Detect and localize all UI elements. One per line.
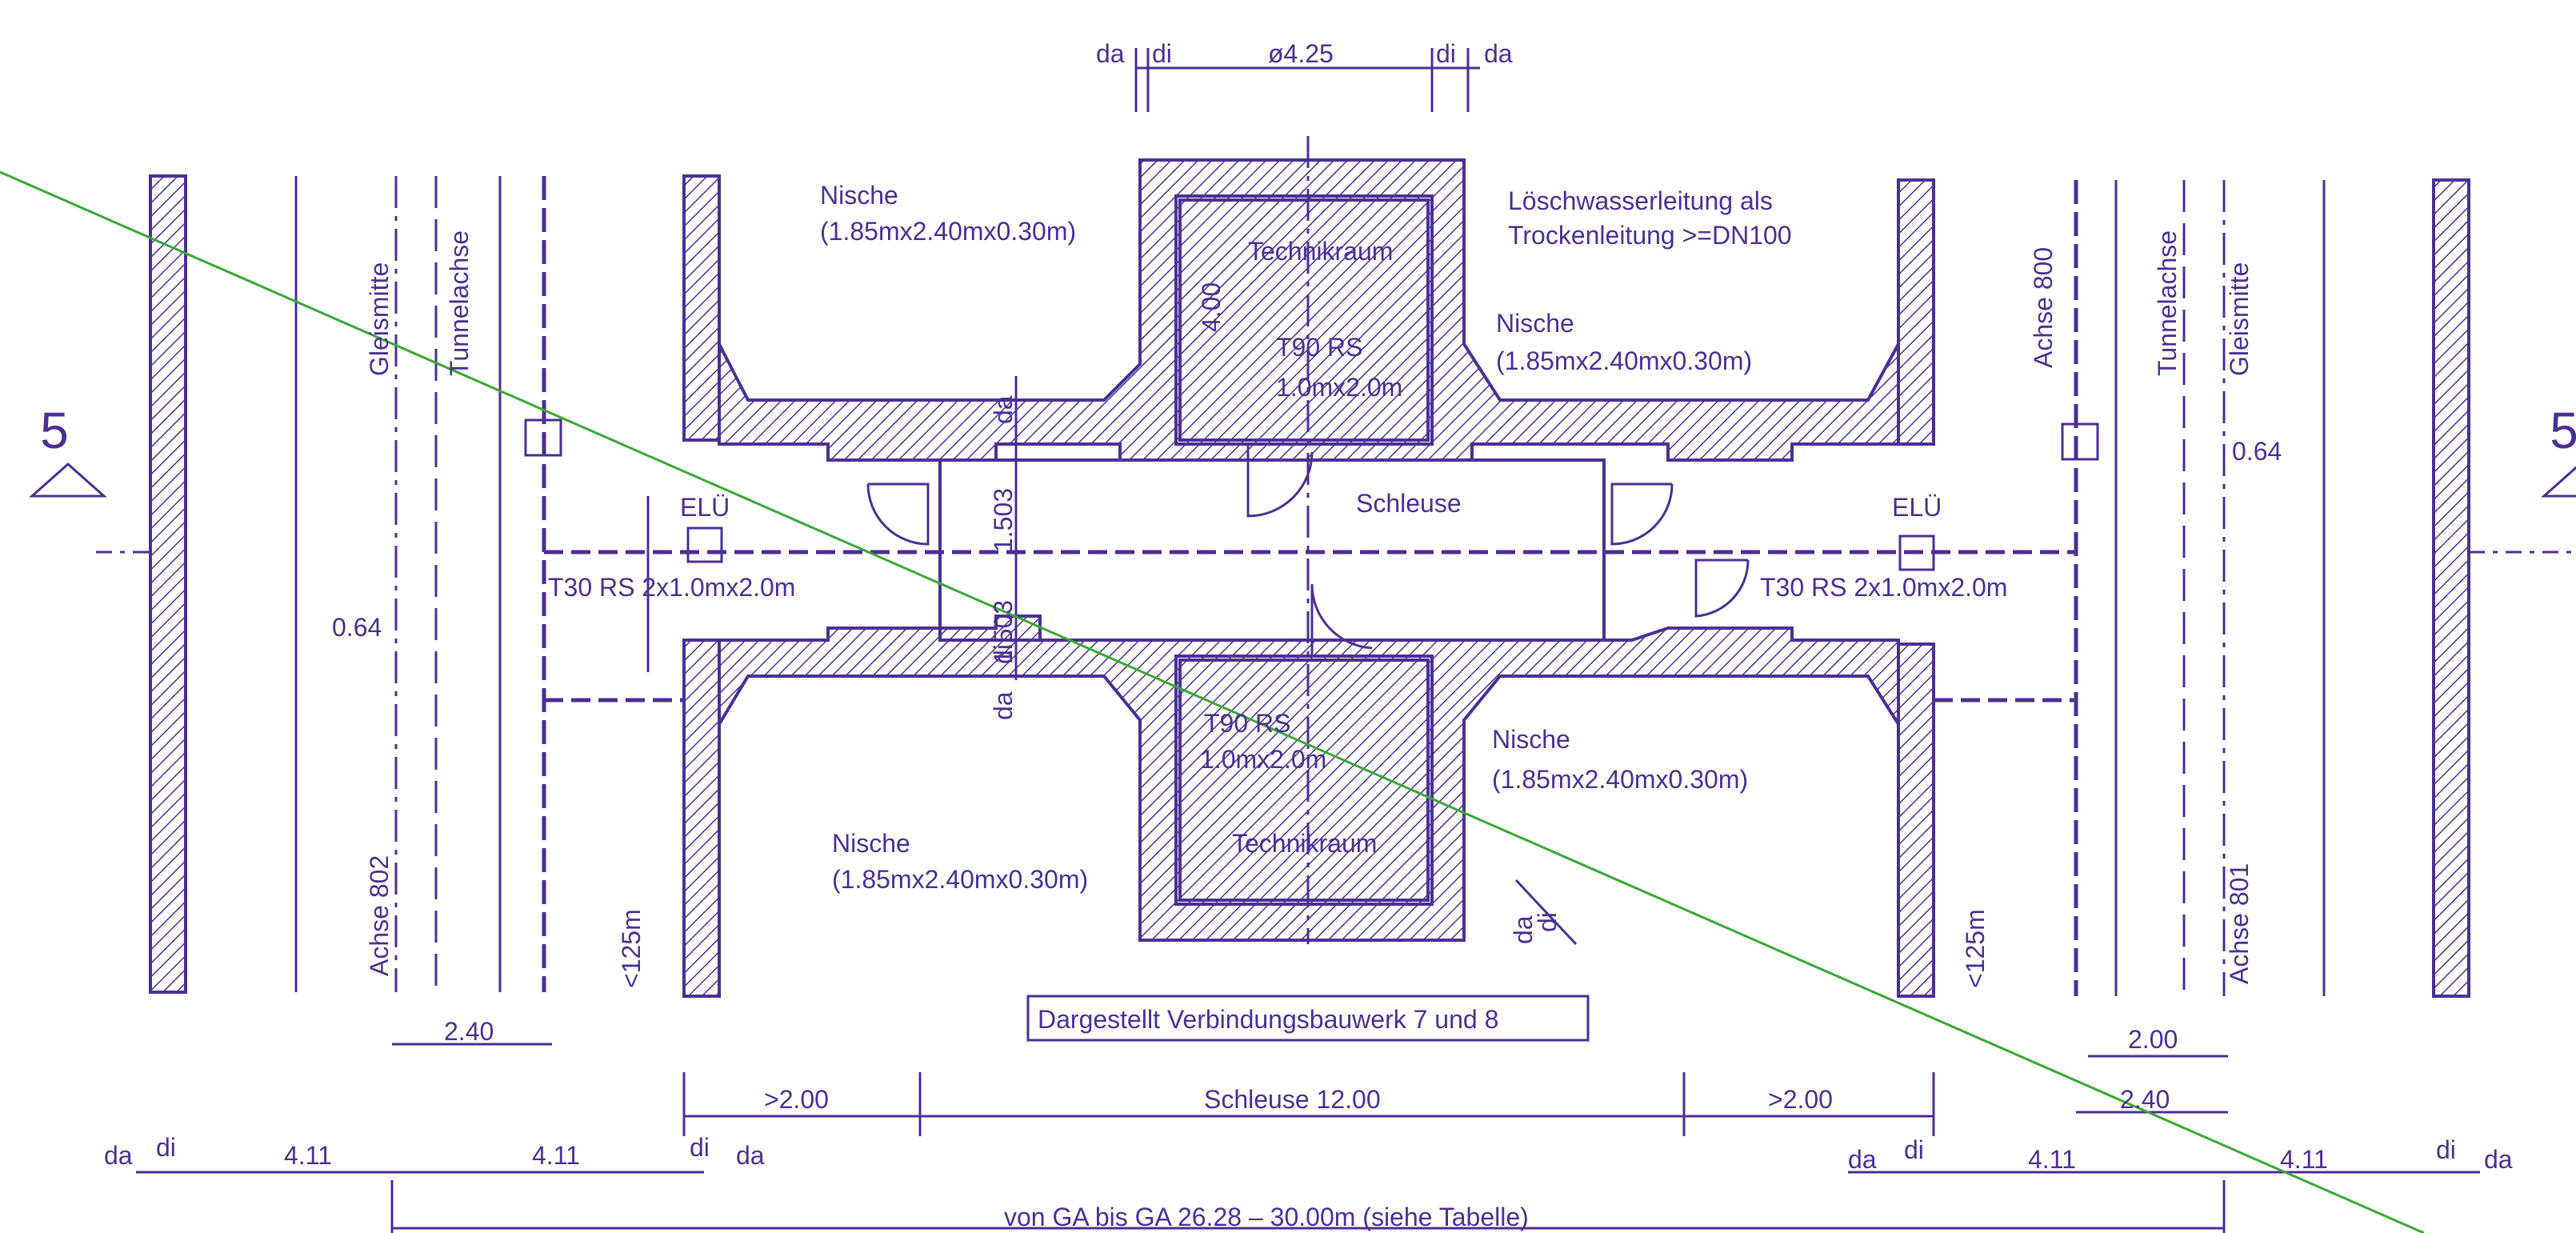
- dim-top-diameter: ø4.25: [1268, 39, 1334, 68]
- niche-top-right-title: Nische: [1496, 309, 1574, 338]
- structure-walls: [149, 158, 2470, 998]
- section-marker-right: 5: [2550, 402, 2576, 459]
- dim-064-left: 0.64: [332, 613, 382, 642]
- dim-gt200-right: >2.00: [1768, 1085, 1833, 1114]
- tunnel-wall-far-right: [2432, 178, 2470, 998]
- dim-411-r1: 4.11: [2028, 1145, 2076, 1174]
- annotation-line: [0, 170, 2425, 1233]
- dim-di-r: di: [1904, 1135, 1924, 1164]
- dim-di-c: di: [989, 644, 1018, 664]
- dim-064-right: 0.64: [2232, 437, 2282, 466]
- dim-gt200-left: >2.00: [764, 1085, 829, 1114]
- niche-top-right-dims: (1.85mx2.40mx0.30m): [1496, 346, 1752, 375]
- dim-di-r2: di: [2436, 1135, 2456, 1164]
- dim-di-mid: di: [1533, 912, 1562, 932]
- door-t30-right: T30 RS 2x1.0mx2.0m: [1760, 573, 2007, 602]
- dim-411-r2: 4.11: [2280, 1145, 2328, 1174]
- dim-height-400: 4.00: [1197, 282, 1226, 332]
- dim-200-right: 2.00: [2128, 1025, 2178, 1054]
- dim-1503-a: 1.503: [989, 488, 1018, 552]
- tunnel-wall-inner-left-lower: [682, 639, 721, 998]
- niche-bottom-right-dims: (1.85mx2.40mx0.30m): [1492, 765, 1748, 794]
- door-t30-left: T30 RS 2x1.0mx2.0m: [548, 573, 795, 602]
- elu-left: ELÜ: [680, 493, 730, 522]
- niche-top-left-title: Nische: [820, 181, 898, 210]
- dim-di-l2: di: [690, 1133, 710, 1162]
- axis-tunnelachse-left: Tunnelachse: [445, 230, 474, 376]
- niche-bottom-left-dims: (1.85mx2.40mx0.30m): [832, 865, 1088, 894]
- door-t90-top-1: T90 RS: [1276, 333, 1362, 362]
- dim-240-left: 2.40: [444, 1017, 494, 1046]
- niche-bottom-right-title: Nische: [1492, 725, 1570, 754]
- dim-da-r2: da: [2484, 1145, 2513, 1174]
- dim-411-l2: 4.11: [532, 1141, 580, 1170]
- door-t90-top-2: 1.0mx2.0m: [1276, 373, 1402, 402]
- dim-da-l: da: [104, 1141, 133, 1170]
- dim-1503-b: 1.503: [989, 600, 1018, 664]
- door-t90-bottom-2: 1.0mx2.0m: [1200, 745, 1326, 774]
- axis-gleismitte-right: Gleismitte: [2225, 262, 2254, 376]
- dim-411-l1: 4.11: [284, 1141, 332, 1170]
- dim-total-length: von GA bis GA 26.28 – 30.00m (siehe Tabe…: [1004, 1203, 1529, 1231]
- dim-da-mid: da: [1509, 915, 1538, 944]
- dim-lt125-right: <125m: [1961, 909, 1990, 988]
- section-marker-left: 5: [40, 402, 69, 459]
- axis-achse-802: Achse 802: [365, 855, 394, 976]
- dim-da-c2: da: [989, 691, 1018, 720]
- dim-schleuse-length: Schleuse 12.00: [1204, 1085, 1381, 1114]
- tunnel-wall-far-left: [149, 174, 187, 994]
- axis-achse-801: Achse 801: [2225, 863, 2254, 984]
- section-markers: [29, 462, 2576, 498]
- axis-tunnelachse-right: Tunnelachse: [2153, 230, 2182, 376]
- fire-water-line1: Löschwasserleitung als: [1508, 186, 1773, 215]
- tunnel-wall-inner-right: [1897, 178, 1935, 446]
- dim-di-l: di: [156, 1133, 176, 1162]
- room-technikraum-top: Technikraum: [1248, 237, 1393, 266]
- room-frames: [938, 194, 1606, 906]
- caption: Dargestellt Verbindungsbauwerk 7 und 8: [1038, 1005, 1498, 1034]
- dim-da-r: da: [1848, 1145, 1877, 1174]
- tunnel-wall-inner-right-lower: [1897, 643, 1935, 998]
- door-swings: [866, 444, 1750, 656]
- dim-top-di-left: di: [1152, 39, 1172, 68]
- caption-box: [1026, 995, 1590, 1042]
- axis-gleismitte-left: Gleismitte: [365, 262, 394, 376]
- dimension-lines: [136, 48, 2480, 1233]
- dim-da-l2: da: [736, 1141, 765, 1170]
- axis-achse-800: Achse 800: [2029, 247, 2058, 368]
- axis-lines: [96, 136, 2576, 996]
- elu-symbols: [524, 418, 2099, 571]
- dim-240-right: 2.40: [2120, 1085, 2170, 1114]
- dim-da-c1: da: [989, 395, 1018, 424]
- dim-top-da-left: da: [1096, 39, 1125, 68]
- room-schleuse: Schleuse: [1356, 489, 1462, 518]
- door-t90-bottom-1: T90 RS: [1204, 709, 1290, 738]
- niche-top-left-dims: (1.85mx2.40mx0.30m): [820, 217, 1076, 246]
- tunnel-wall-inner-left: [682, 174, 721, 442]
- dim-top-di-right: di: [1436, 39, 1456, 68]
- niche-bottom-left-title: Nische: [832, 829, 910, 858]
- elu-right: ELÜ: [1892, 493, 1942, 522]
- dim-top-da-right: da: [1484, 39, 1513, 68]
- fire-water-line2: Trockenleitung >=DN100: [1508, 221, 1792, 250]
- dim-lt125-left: <125m: [617, 909, 646, 988]
- room-technikraum-bottom: Technikraum: [1232, 829, 1377, 858]
